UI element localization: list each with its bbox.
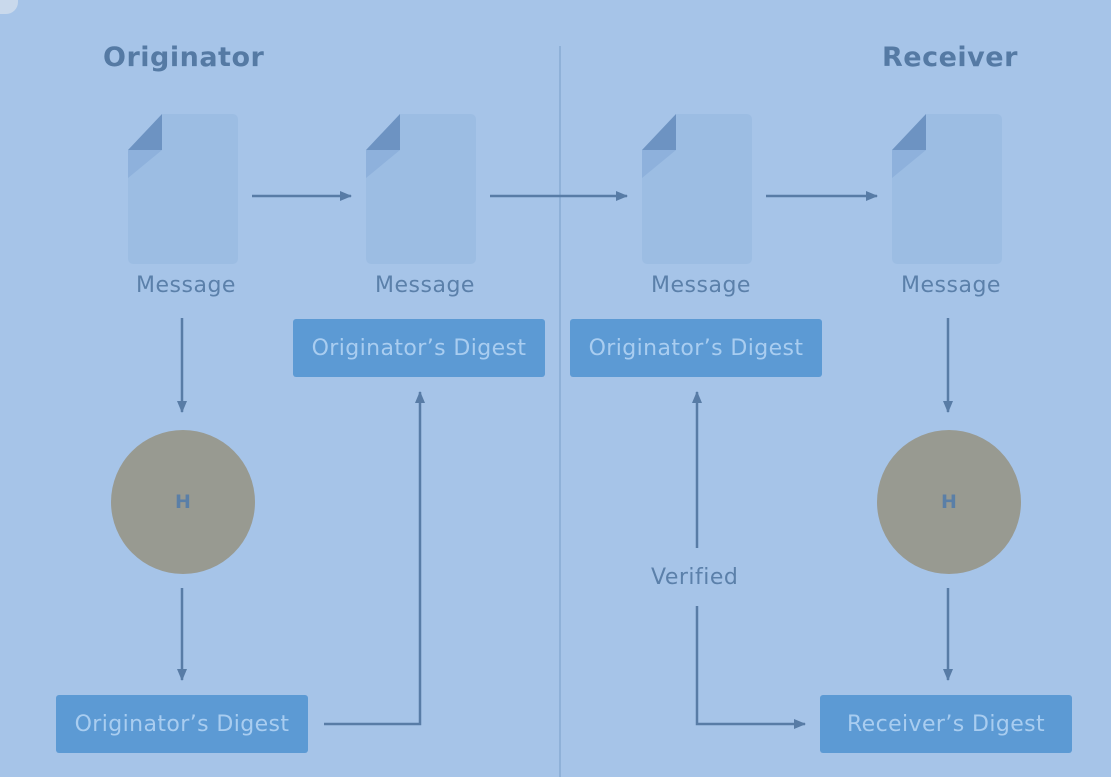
receiver-digest: Receiver’s Digest [820,695,1072,753]
arrow-verified-to-receiver-digest [695,606,806,729]
arrow-digest-to-sent-digest [324,391,425,726]
message-label-1: Message [136,273,236,298]
document-2 [366,114,476,264]
corner-mark [0,0,18,14]
originator-digest-computed: Originator’s Digest [56,695,308,753]
message-label-3: Message [651,273,751,298]
receiver-heading: Receiver [882,42,1018,73]
originator-digest-sent: Originator’s Digest [293,319,545,377]
message-label-4: Message [901,273,1001,298]
originator-heading: Originator [103,42,265,73]
hash-function-receiver: H [877,430,1021,574]
document-3 [642,114,752,264]
originator-digest-received: Originator’s Digest [570,319,822,377]
verified-label: Verified [651,565,739,590]
message-label-2: Message [375,273,475,298]
hash-function-originator: H [111,430,255,574]
document-1 [128,114,238,264]
document-4 [892,114,1002,264]
